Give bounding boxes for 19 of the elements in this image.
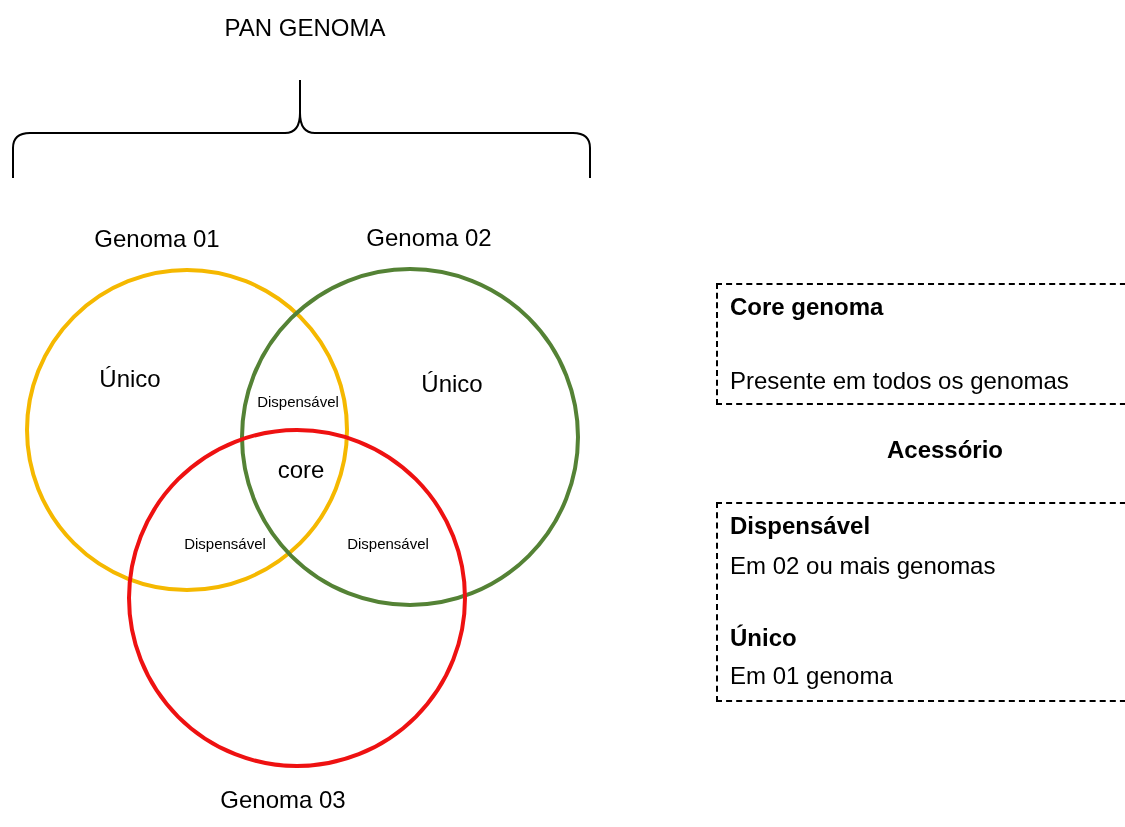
set-title: Genoma 01 [94,225,220,253]
term-heading: Único [730,624,797,652]
definition-box [716,283,1125,405]
region-label: Único [99,365,161,393]
term-heading: Core genoma [730,293,884,321]
section-heading: Acessório [886,436,1004,464]
definition-box [716,502,1125,702]
definition-text: Presente em todos os genomas [730,367,1069,395]
definition-text: Em 01 genoma [730,662,893,690]
term-heading: Dispensável [730,512,871,540]
set-title: Genoma 03 [220,786,346,814]
definition-text: Em 02 ou mais genomas [730,552,996,580]
region-label: Dispensável [257,393,339,410]
region-label: Único [421,370,483,398]
diagram-title: PAN GENOMA [224,14,386,42]
set-title: Genoma 02 [366,224,492,252]
region-label: core [277,456,325,484]
region-label: Dispensável [347,535,429,552]
region-label: Dispensável [184,535,266,552]
